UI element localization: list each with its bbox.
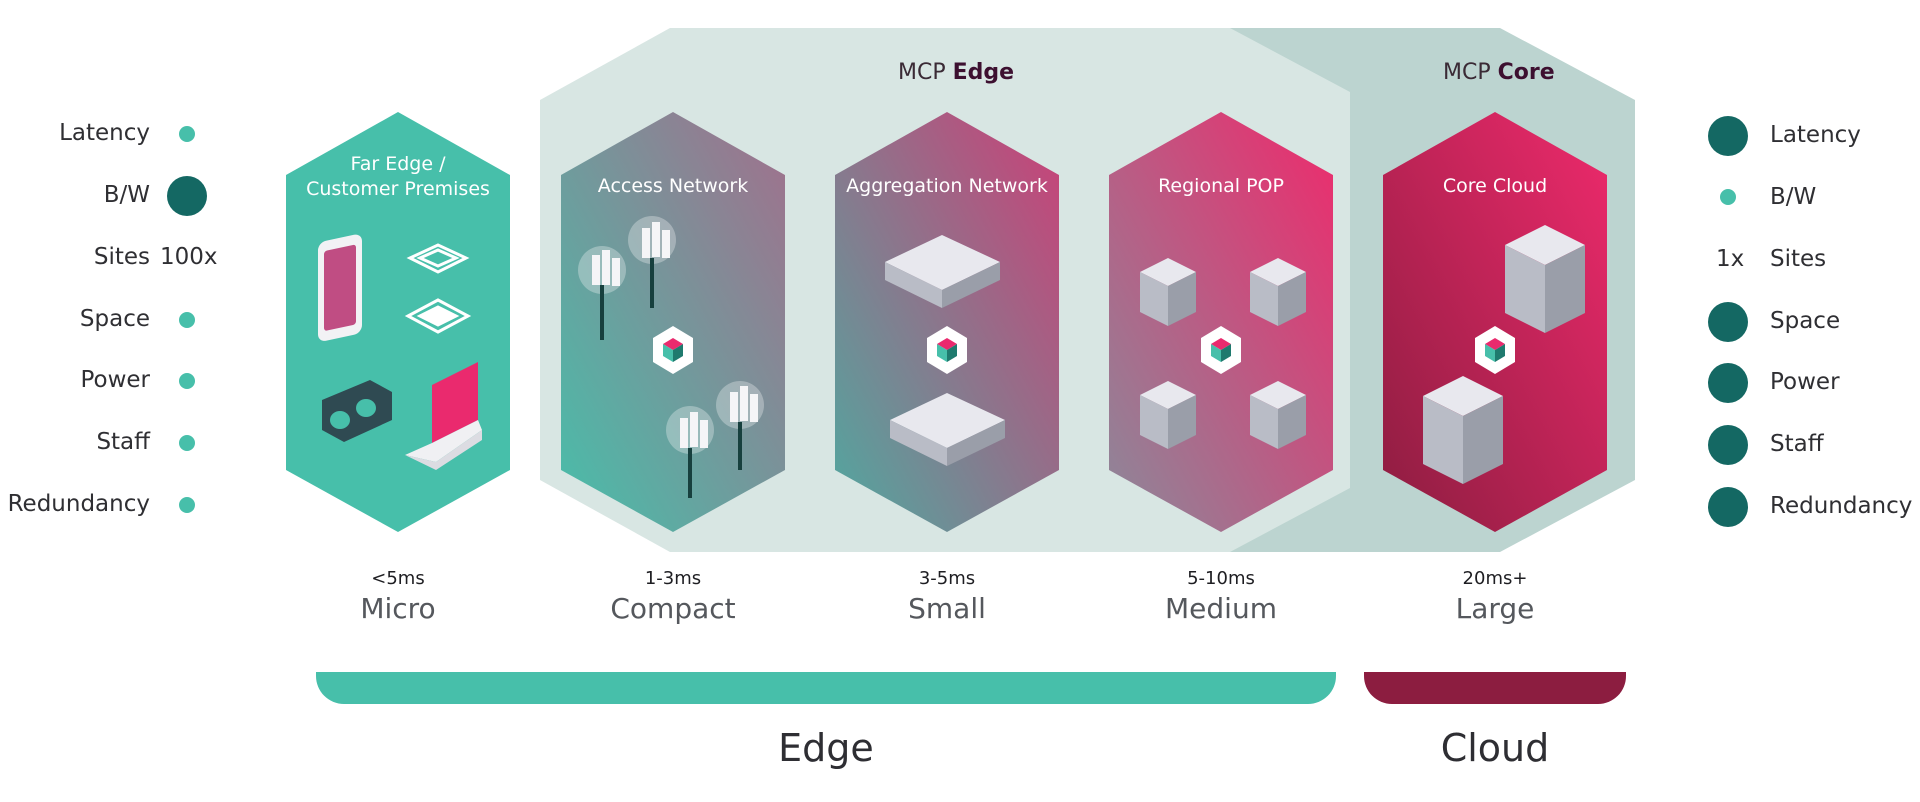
right-staff-dot [1708, 425, 1748, 465]
left-redundancy-dot [179, 497, 195, 513]
right-bw-dot [1720, 189, 1736, 205]
left-staff-dot [179, 435, 195, 451]
core-cloud-title: Core Cloud [1442, 175, 1548, 197]
size-compact: Compact [610, 592, 736, 625]
left-space-dot [179, 312, 195, 328]
left-sites-value: 100x [160, 244, 218, 270]
mcp-cube-icons [653, 326, 1515, 374]
latency-micro: <5ms [371, 568, 425, 589]
aggregation-server-icons [885, 235, 1005, 466]
right-power-label: Power [1770, 369, 1840, 395]
size-medium: Medium [1165, 592, 1277, 625]
size-large: Large [1455, 592, 1535, 625]
right-space-dot [1708, 302, 1748, 342]
hex-access [561, 112, 785, 532]
cloud-label: Cloud [1440, 726, 1550, 770]
right-redundancy-dot [1708, 487, 1748, 527]
right-staff-label: Staff [1770, 431, 1824, 457]
left-power-dot [179, 373, 195, 389]
chip-icon-1 [406, 243, 470, 274]
far-edge-title: Far Edge /Customer Premises [306, 153, 490, 200]
size-small: Small [908, 592, 986, 625]
aggregation-network-title: Aggregation Network [846, 175, 1048, 197]
latency-compact: 1-3ms [644, 568, 702, 589]
latency-medium: 5-10ms [1187, 568, 1255, 589]
mcp-core-heading: MCP Core [1443, 60, 1555, 85]
right-redundancy-label: Redundancy [1770, 493, 1913, 519]
phone-icon [318, 234, 362, 341]
left-bw-dot [167, 176, 207, 216]
latency-large: 20ms+ [1462, 568, 1528, 589]
left-bw-label: B/W [103, 182, 150, 208]
left-redundancy-label: Redundancy [7, 491, 150, 517]
size-micro: Micro [360, 592, 436, 625]
core-rack-icons [1423, 225, 1585, 484]
antenna-icons [578, 216, 764, 498]
left-sites-label: Sites [93, 244, 150, 270]
right-power-dot [1708, 363, 1748, 403]
mcp-edge-heading: MCP Edge [898, 60, 1015, 85]
regional-rack-icons [1140, 258, 1306, 449]
right-latency-dot [1708, 116, 1748, 156]
laptop-icon [405, 362, 482, 470]
access-network-title: Access Network [597, 175, 749, 197]
edge-bar [316, 672, 1336, 704]
left-power-label: Power [80, 367, 150, 393]
left-space-label: Space [79, 306, 150, 332]
cloud-bar [1364, 672, 1626, 704]
regional-pop-title: Regional POP [1158, 175, 1284, 197]
edge-label: Edge [778, 726, 874, 770]
left-staff-label: Staff [96, 429, 150, 455]
chip-icon-2 [404, 298, 472, 334]
right-latency-label: Latency [1770, 122, 1861, 148]
right-sites-label: Sites [1770, 246, 1827, 272]
vr-headset-icon [322, 380, 392, 442]
right-space-label: Space [1770, 308, 1841, 334]
latency-small: 3-5ms [918, 568, 976, 589]
right-sites-value: 1x [1716, 246, 1745, 272]
right-bw-label: B/W [1770, 184, 1817, 210]
left-latency-label: Latency [59, 120, 150, 146]
left-latency-dot [179, 126, 195, 142]
